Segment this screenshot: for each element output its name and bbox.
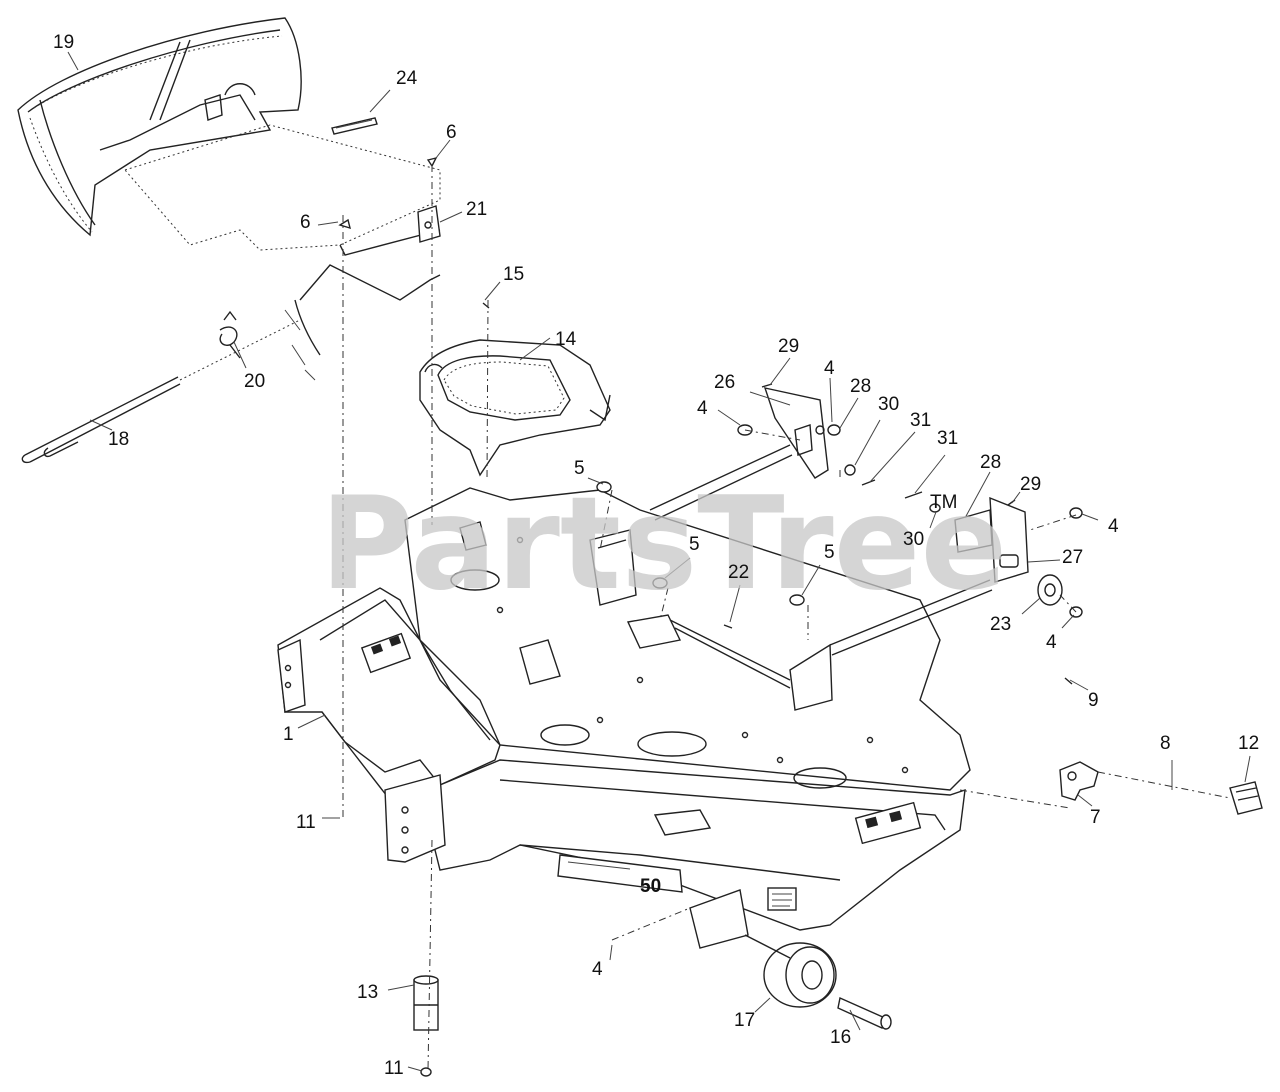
callout-29-right: 29: [1020, 474, 1041, 495]
callout-4-right: 4: [1108, 516, 1119, 537]
hose-path-a: [959, 789, 1071, 809]
hinge-bracket: [417, 205, 441, 243]
callout-28-left: 28: [850, 376, 871, 397]
hardware: [338, 156, 1083, 685]
callout-16: 16: [830, 1027, 851, 1048]
callout-19: 19: [53, 32, 74, 53]
callout-29-left: 29: [778, 336, 799, 357]
callout-14: 14: [555, 329, 577, 350]
callout-1: 1: [283, 724, 294, 745]
chute-mount-plate: [124, 124, 441, 381]
callout-5-mid: 5: [689, 534, 700, 555]
trademark-mark: TM: [930, 492, 957, 513]
hose-path-b: [1097, 771, 1231, 799]
callout-31-left: 31: [910, 410, 931, 431]
deck-size-text: 50: [640, 876, 661, 897]
axle-bolt: [837, 997, 892, 1030]
warning-decal-left: [360, 632, 412, 674]
chute-rod: [21, 319, 301, 464]
callout-labels: 19 24 6 6 21 15 14 20 18 29 26 4 4 28 30…: [53, 32, 1259, 1079]
callout-11-bottom: 11: [384, 1058, 404, 1079]
rear-linkage-right: [829, 496, 1029, 656]
callout-28-right: 28: [980, 452, 1001, 473]
callout-5-right: 5: [824, 542, 835, 563]
callout-15: 15: [503, 264, 524, 285]
rear-linkage-left: [649, 387, 829, 521]
discharge-mount: [419, 339, 611, 477]
callout-5-left: 5: [574, 458, 585, 479]
callout-13: 13: [357, 982, 378, 1003]
callout-30-bottom: 30: [903, 529, 924, 550]
callout-27: 27: [1062, 547, 1083, 568]
warning-decal-right: [854, 801, 922, 845]
callout-4-top: 4: [824, 358, 835, 379]
callout-12: 12: [1238, 733, 1259, 754]
assembly-centerlines: [342, 165, 1077, 1071]
deck-size-badge: 50: [557, 854, 683, 897]
callout-6-top: 6: [446, 122, 457, 143]
callout-30-top: 30: [878, 394, 899, 415]
callout-31-right: 31: [937, 428, 958, 449]
callout-6-mid: 6: [300, 212, 311, 233]
torsion-spring: [219, 310, 241, 359]
elbow-fitting: [1059, 761, 1099, 801]
callout-17: 17: [734, 1010, 755, 1031]
watermark: PartsTree: [320, 470, 1007, 619]
callout-11-top: 11: [296, 812, 316, 833]
callout-24: 24: [396, 68, 418, 89]
grass-chute: [17, 17, 302, 237]
spec-decal: [767, 887, 797, 911]
leader-lines: [67, 51, 1251, 1072]
callout-23: 23: [990, 614, 1011, 635]
callout-20: 20: [244, 371, 265, 392]
gauge-wheel: [689, 889, 837, 1008]
callout-21: 21: [466, 199, 487, 220]
callout-9: 9: [1088, 690, 1099, 711]
callout-26: 26: [714, 372, 735, 393]
decal-strip: [331, 117, 378, 135]
callout-7: 7: [1090, 807, 1101, 828]
deck-housing: 50: [277, 487, 971, 931]
pivot-washer: [1037, 574, 1063, 606]
callout-4-left: 4: [697, 398, 708, 419]
callout-4-lower: 4: [1046, 632, 1057, 653]
pivot-bushing: [413, 975, 439, 1077]
callout-4-bottom: 4: [592, 959, 603, 980]
callout-8: 8: [1160, 733, 1171, 754]
callout-18: 18: [108, 429, 129, 450]
callout-22: 22: [728, 562, 749, 583]
adapter-fitting: [1229, 781, 1263, 815]
